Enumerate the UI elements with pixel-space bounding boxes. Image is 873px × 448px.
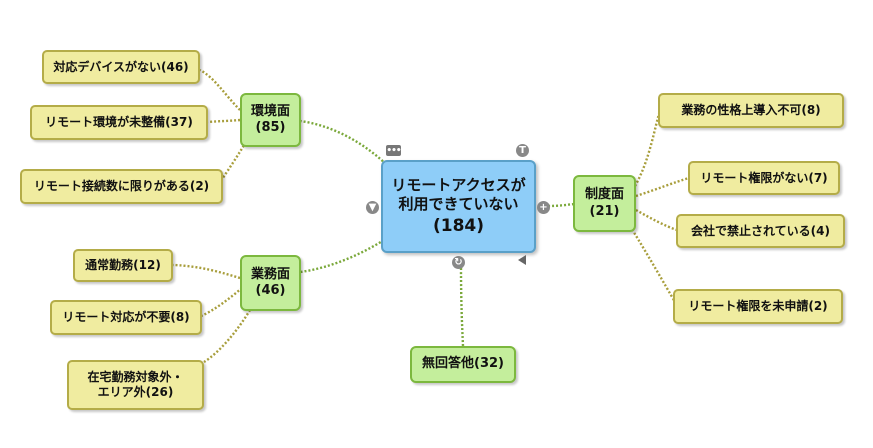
connector-center-noanswer: [459, 267, 465, 347]
leaf-env-not-ready[interactable]: リモート環境が未整備(37): [30, 105, 208, 140]
branch-node-noanswer[interactable]: 無回答他(32): [410, 346, 516, 383]
leaf-sys-prohibited[interactable]: 会社で禁止されている(4): [676, 214, 845, 248]
leaf-label: 業務の性格上導入不可(8): [681, 103, 821, 117]
text-t-icon[interactable]: T: [516, 144, 529, 157]
menu-dots-icon[interactable]: •••: [386, 145, 402, 156]
leaf-label: リモート対応が不要(8): [62, 310, 190, 324]
branch-noanswer-label: 無回答他(32): [422, 356, 504, 372]
leaf-label: リモート権限がない(7): [700, 170, 828, 185]
connector-sys-leaf1: [633, 110, 662, 187]
leaf-sys-no-permission[interactable]: リモート権限がない(7): [688, 161, 840, 195]
branch-work-label: 業務面: [250, 266, 290, 282]
connector-center-env: [299, 119, 387, 165]
branch-node-environment[interactable]: 環境面 (85): [240, 93, 301, 147]
leaf-work-not-needed[interactable]: リモート対応が不要(8): [50, 300, 202, 335]
leaf-label-line2: エリア外(26): [97, 385, 174, 399]
central-topic-line1: リモートアクセスが: [391, 176, 526, 195]
leaf-env-connection-limit[interactable]: リモート接続数に限りがある(2): [20, 169, 223, 204]
leaf-label: リモート接続数に限りがある(2): [33, 179, 210, 193]
leaf-label: 通常勤務(12): [85, 258, 161, 272]
leaf-label: リモート権限を未申請(2): [688, 299, 828, 313]
connector-center-system: [547, 202, 575, 208]
leaf-label: リモート環境が未整備(37): [45, 115, 193, 129]
leaf-label-line1: 在宅勤務対象外・: [87, 370, 184, 384]
connector-sys-leaf4: [628, 225, 677, 303]
leaf-work-out-of-scope[interactable]: 在宅勤務対象外・ エリア外(26): [67, 360, 204, 410]
leaf-label: 対応デバイスがない(46): [53, 59, 189, 74]
branch-env-label: 環境面: [250, 103, 290, 119]
leaf-label: 会社で禁止されている(4): [691, 223, 830, 238]
branch-work-count: (46): [255, 283, 286, 298]
branch-node-work[interactable]: 業務面 (46): [240, 255, 301, 311]
branch-system-count: (21): [589, 203, 620, 219]
collapse-triangle-icon[interactable]: ▼: [366, 201, 379, 214]
leaf-work-normal[interactable]: 通常勤務(12): [73, 249, 173, 282]
add-plus-icon[interactable]: +: [537, 201, 550, 214]
branch-env-count: (85): [255, 120, 286, 135]
branch-system-label: 制度面: [584, 187, 624, 203]
connector-center-work: [299, 238, 385, 274]
leaf-sys-not-applicable[interactable]: 業務の性格上導入不可(8): [658, 93, 844, 128]
central-topic-count: (184): [432, 215, 485, 236]
connector-work-leaf1: [172, 263, 241, 280]
connector-env-leaf2: [207, 118, 241, 124]
central-topic-node[interactable]: リモートアクセスが 利用できていない (184): [381, 160, 536, 253]
connector-sys-leaf2: [635, 176, 690, 198]
branch-node-system[interactable]: 制度面 (21): [573, 175, 636, 232]
resize-corner-icon[interactable]: [518, 255, 526, 265]
connector-env-leaf1: [199, 68, 241, 111]
connector-env-leaf3: [219, 141, 248, 183]
leaf-env-no-device[interactable]: 対応デバイスがない(46): [42, 50, 200, 84]
central-topic-line2: 利用できていない: [398, 194, 519, 213]
connector-sys-leaf3: [635, 208, 678, 232]
leaf-sys-not-applied[interactable]: リモート権限を未申請(2): [673, 289, 843, 324]
connector-work-leaf3: [203, 309, 252, 364]
connector-work-leaf2: [200, 287, 243, 318]
refresh-icon[interactable]: ↻: [452, 256, 465, 269]
